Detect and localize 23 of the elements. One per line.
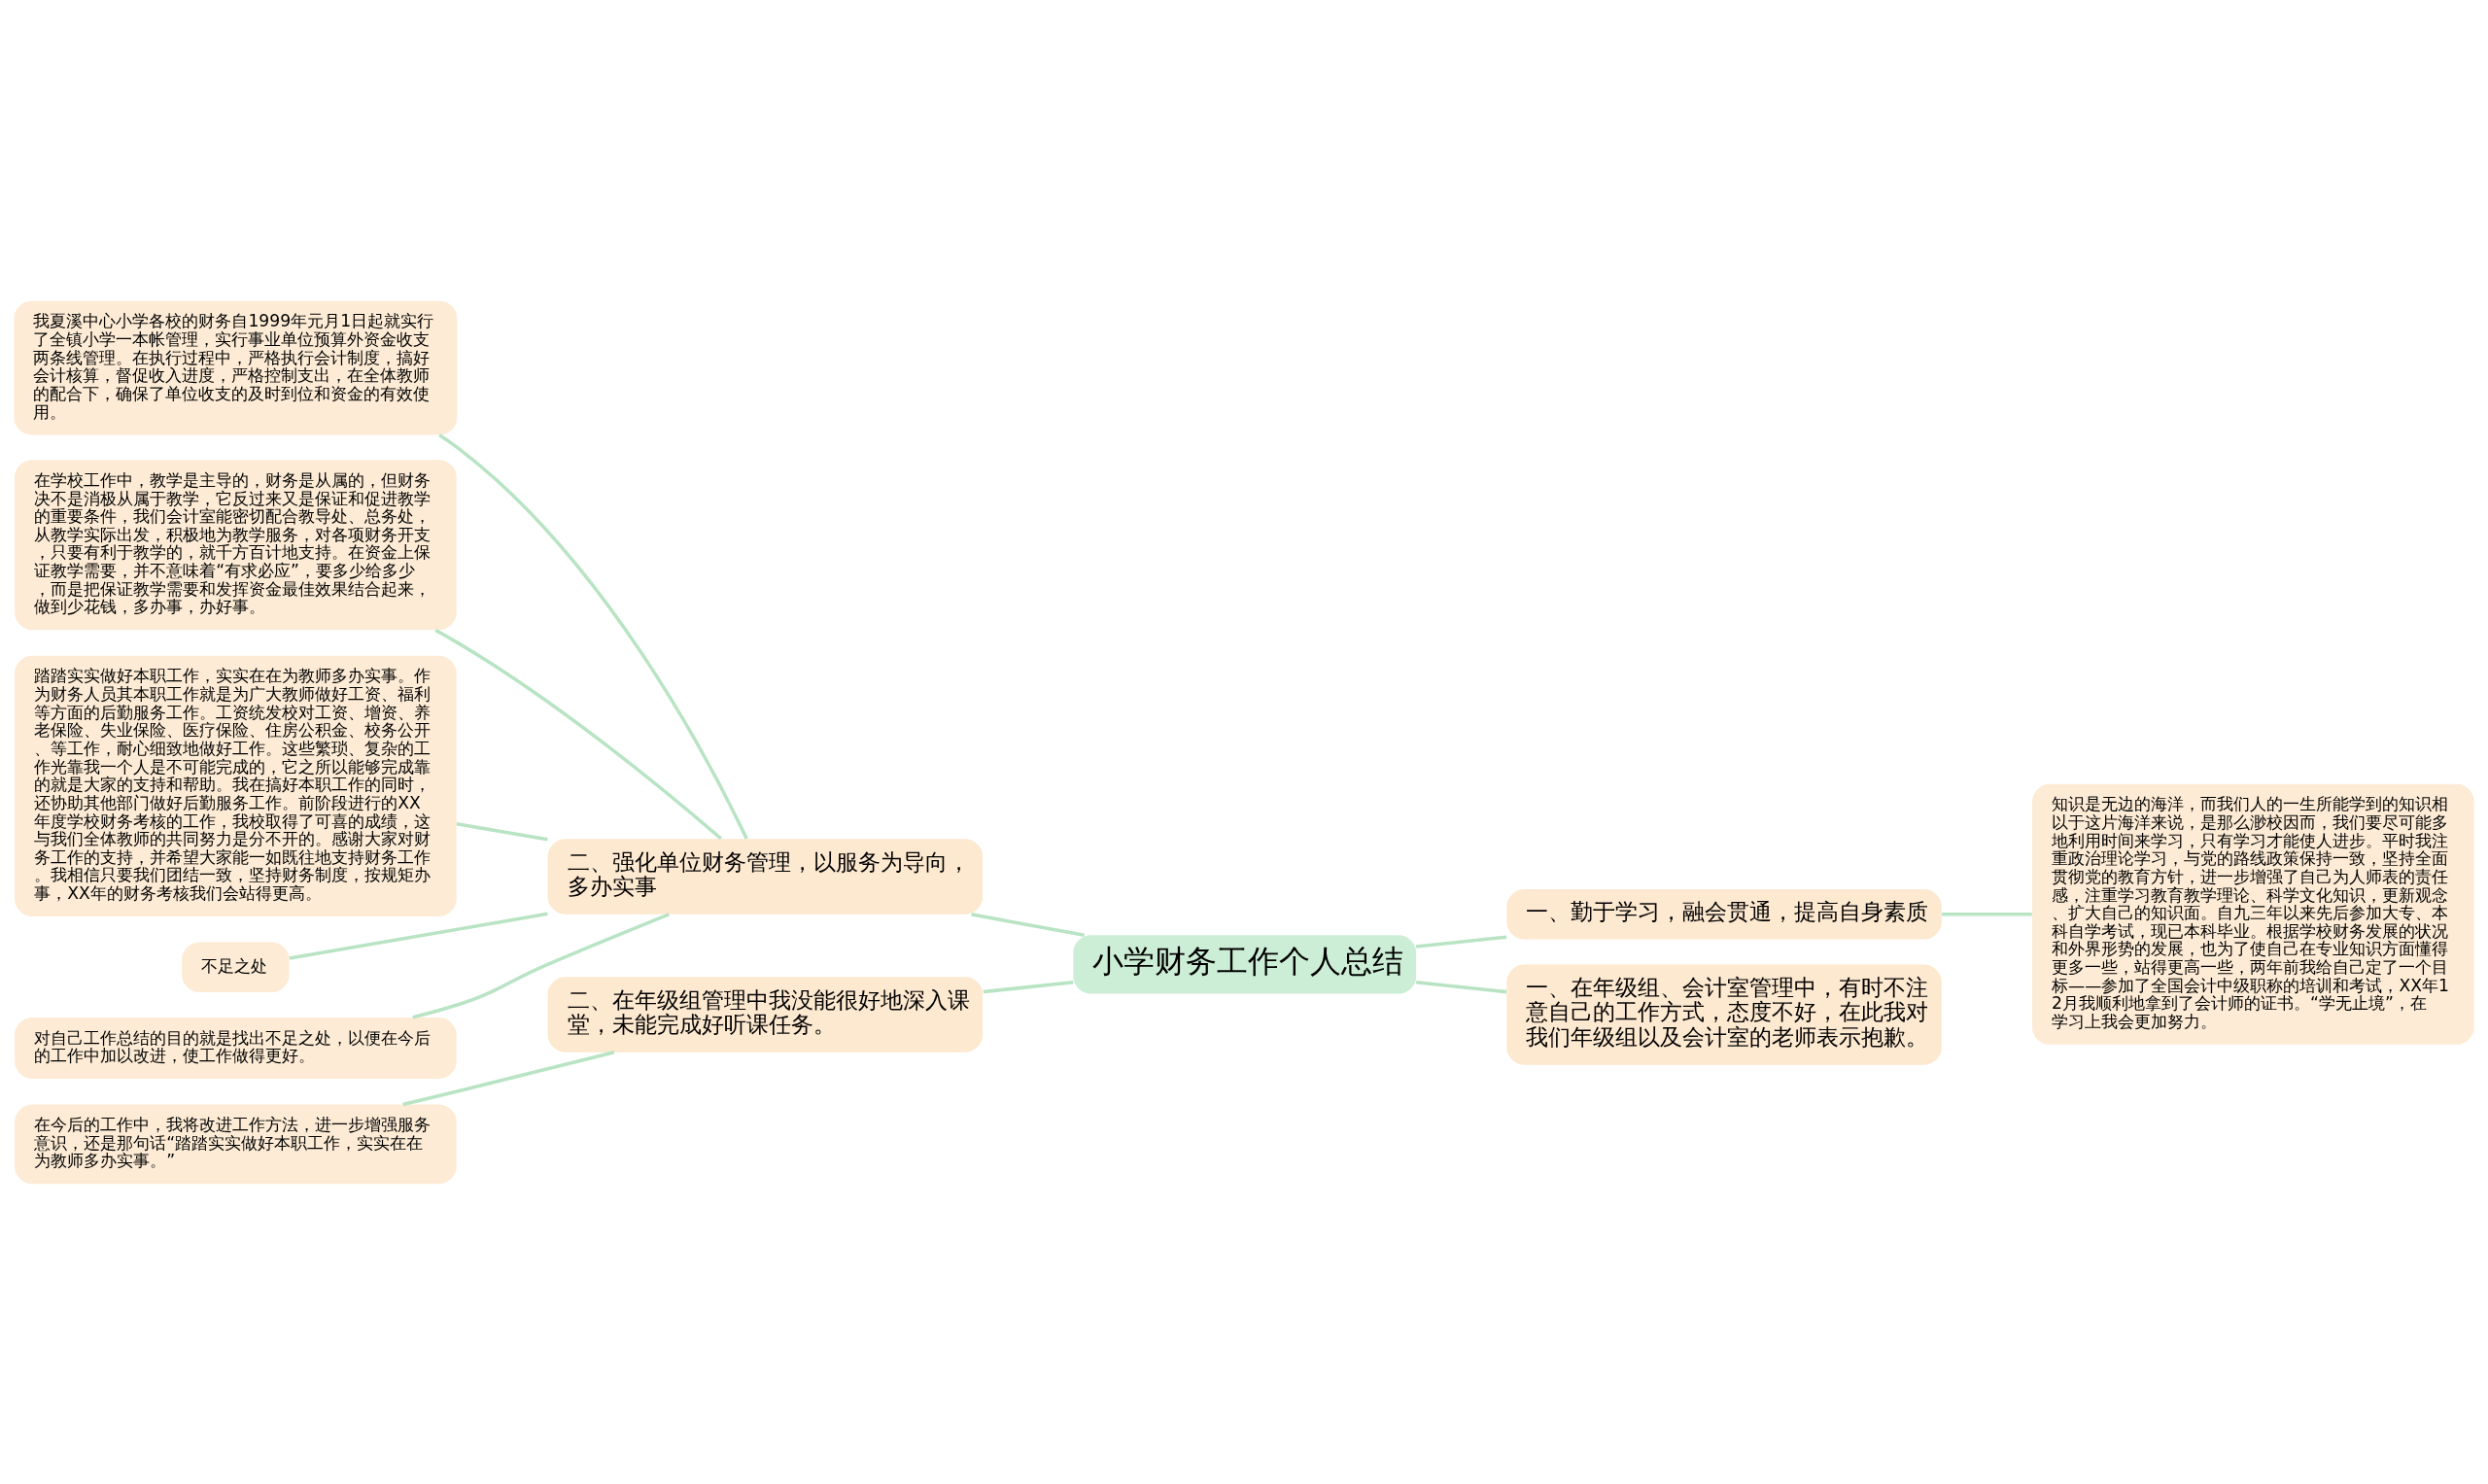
node-box: 在今后的工作中，我将改进工作方法，进一步增强服务意识，还是那句话“踏踏实实做好本职工作，实实在在为教师多办实事。” — [15, 1104, 457, 1184]
connector — [1942, 912, 2032, 916]
node-box: 我夏溪中心小学各校的财务自1999年元月1日起就实行了全镇小学一本帐管理，实行事业单位预算外资金收支两条线管理。在执行过程中，严格执行会计制度，搞好会计核算，督促收入进度，严格控制支出，在全体教师的配合下，确保了单位收支的及时到位和资金的有效使用。 — [14, 300, 458, 434]
connector — [402, 1050, 615, 1106]
connector — [438, 432, 748, 840]
connector — [412, 912, 670, 1019]
connector — [983, 980, 1074, 993]
node-box: 二、强化单位财务管理，以服务为导向，多办实事 — [547, 838, 984, 915]
node-box: 不足之处 — [182, 941, 290, 992]
node-box: 知识是无边的海洋，而我们人的一生所能学到的知识相以于这片海洋来说，是那么渺校因而，我们要尽可能多地利用时间来学习，只有学习才能使人进步。平时我注重政治理论学习，与党的路线政策保持一致，坚持全面贯彻党的教育方针，进一步增强了自己为人师表的责任感，注重学习教育教学理论、科学文化知识，更新观念、扩大自己的知识面。自九三年以来先后参加大专、本科自学考试，现已本科毕业。根据学校财务发展的状况和外界形势的发展，也为了使自己在专业知识方面懂得更多一些，站得更高一些，两年前我给自己定了一个目标——参加了全国会计中级职称的培训和考试，XX年12月我顺利地拿到了会计师的证书。“学无止境”，在学习上我会更加努力。 — [2032, 783, 2474, 1045]
connector — [1415, 934, 1507, 949]
connector — [434, 628, 722, 840]
node-box: 一、勤于学习，融会贯通，提高自身素质 — [1506, 888, 1942, 940]
connector — [971, 912, 1085, 937]
node-box: 一、在年级组、会计室管理中，有时不注意自己的工作方式，态度不好，在此我对我们年级组以及会计室的老师表示抱歉。 — [1506, 963, 1942, 1065]
node-box: 对自己工作总结的目的就是找出不足之处，以便在今后的工作中加以改进，使工作做得更好。 — [15, 1017, 457, 1079]
connector — [289, 912, 548, 960]
node-box: 二、在年级组管理中我没能很好地深入课堂，未能完成好听课任务。 — [547, 976, 984, 1053]
node-box: 小学财务工作个人总结 — [1073, 934, 1417, 993]
connector — [456, 821, 548, 842]
connector — [1415, 980, 1507, 993]
node-box: 踏踏实实做好本职工作，实实在在为教师多办实事。作为财务人员其本职工作就是为广大教师做好工资、福利等方面的后勤服务工作。工资统发校对工资、增资、养老保险、失业保险、医疗保险、住房公积金、校务公开、等工作，耐心细致地做好工作。这些繁琐、复杂的工作光靠我一个人是不可能完成的，它之所以能够完成靠的就是大家的支持和帮助。我在搞好本职工作的同时，还协助其他部门做好后勤服务工作。前阶段进行的XX年度学校财务考核的工作，我校取得了可喜的成绩，这与我们全体教师的共同努力是分不开的。感谢大家对财务工作的支持，并希望大家能一如既往地支持财务工作。我相信只要我们团结一致，坚持财务制度，按规矩办事，XX年的财务考核我们会站得更高。 — [15, 655, 457, 916]
node-box: 在学校工作中，教学是主导的，财务是从属的，但财务决不是消极从属于教学，它反过来又是保证和促进教学的重要条件，我们会计室能密切配合教导处、总务处，从教学实际出发，积极地为教学服务，对各项财务开支，只要有利于教学的，就千方百计地支持。在资金上保证教学需要，并不意味着“有求必应”，要多少给多少，而是把保证教学需要和发挥资金最佳效果结合起来，做到少花钱，多办事，办好事。 — [15, 459, 457, 630]
